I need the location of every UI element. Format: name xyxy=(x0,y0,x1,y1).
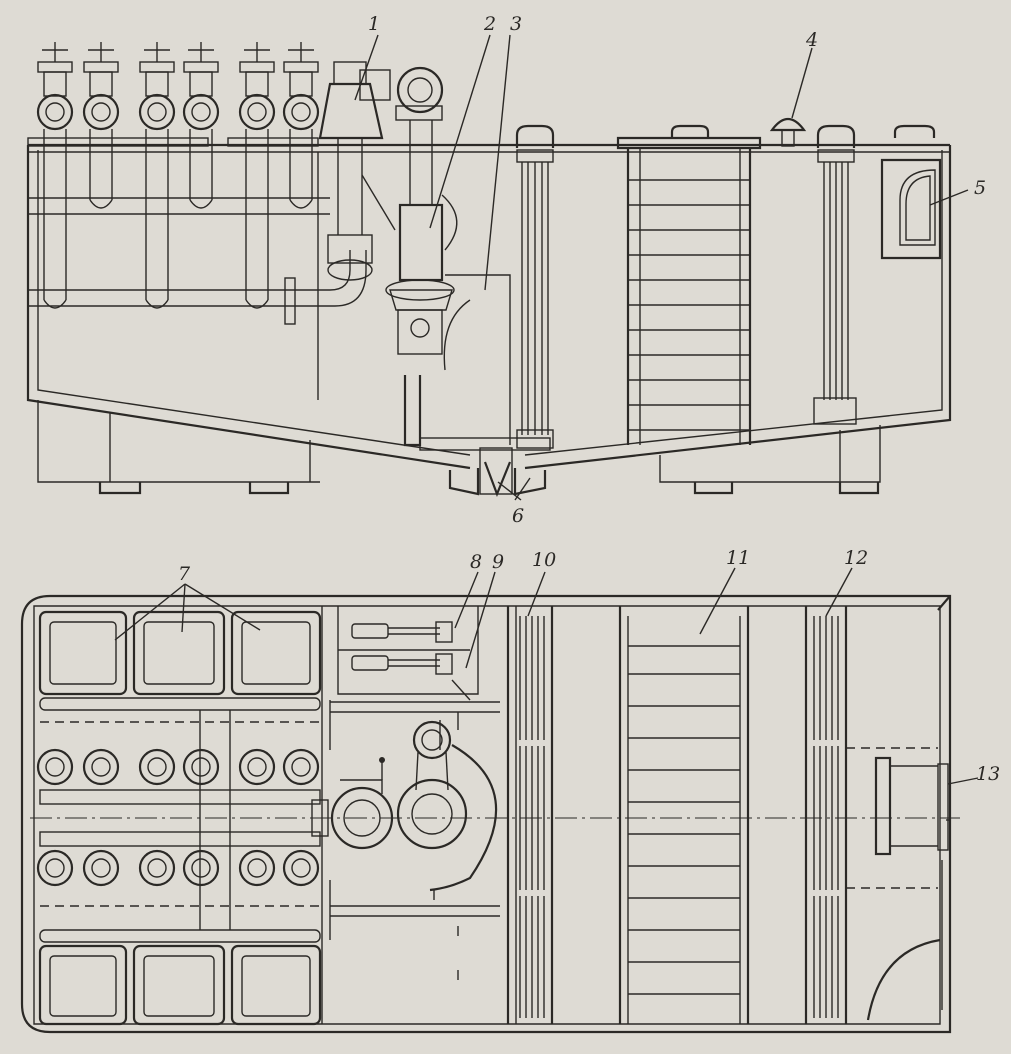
valve-stack xyxy=(282,42,320,209)
side-hatch xyxy=(866,756,950,1021)
grating-stack xyxy=(616,124,762,445)
valve-stack xyxy=(138,42,176,309)
support-foot xyxy=(98,482,880,495)
callout-4: 4 xyxy=(805,29,818,51)
callout-5: 5 xyxy=(974,177,986,199)
plan-filter-left xyxy=(506,606,554,1024)
grating-bars xyxy=(628,179,750,431)
callout-1: 1 xyxy=(368,13,380,35)
drain-sump xyxy=(419,437,551,498)
callout-12: 12 xyxy=(844,547,868,569)
pump-plan xyxy=(311,701,500,980)
callout-6: 6 xyxy=(512,505,524,527)
callout-9: 9 xyxy=(492,551,504,573)
plan-rails xyxy=(39,606,331,1024)
callout-7: 7 xyxy=(178,563,191,585)
callout-11: 11 xyxy=(726,547,750,569)
callout-2: 2 xyxy=(483,13,496,35)
pipe-ring xyxy=(36,748,320,786)
callout-3: 3 xyxy=(510,13,522,35)
callout-8: 8 xyxy=(470,551,482,573)
callout-10: 10 xyxy=(532,549,556,571)
callout-13: 13 xyxy=(976,763,1000,785)
baffle-partition xyxy=(403,274,511,447)
filter-column-left xyxy=(515,124,555,449)
filter-column-right xyxy=(813,124,936,425)
callouts: 1 2 3 4 5 6 7 8 9 10 11 12 13 xyxy=(114,13,1000,785)
valve-stack xyxy=(182,42,220,209)
plan-grating xyxy=(618,606,750,1024)
valve-stack xyxy=(36,42,74,309)
plan-grating-bars xyxy=(628,645,740,995)
tank-body xyxy=(26,137,952,470)
pipe-ring xyxy=(36,849,320,887)
plan-view xyxy=(20,594,960,1034)
inspection-hatch xyxy=(880,158,942,260)
filter-basket-group xyxy=(38,610,322,1026)
valve-stack xyxy=(238,42,276,309)
pipe-ring-rows xyxy=(36,748,321,887)
plan-filter-right xyxy=(804,606,938,1024)
actuator-cylinders xyxy=(337,606,479,701)
tank-supports xyxy=(37,400,881,495)
elevation-view xyxy=(26,42,952,498)
valve-stack xyxy=(82,42,120,209)
inlet-valve-group xyxy=(28,42,367,400)
riser-column xyxy=(385,66,458,355)
vent-cap xyxy=(769,117,807,147)
